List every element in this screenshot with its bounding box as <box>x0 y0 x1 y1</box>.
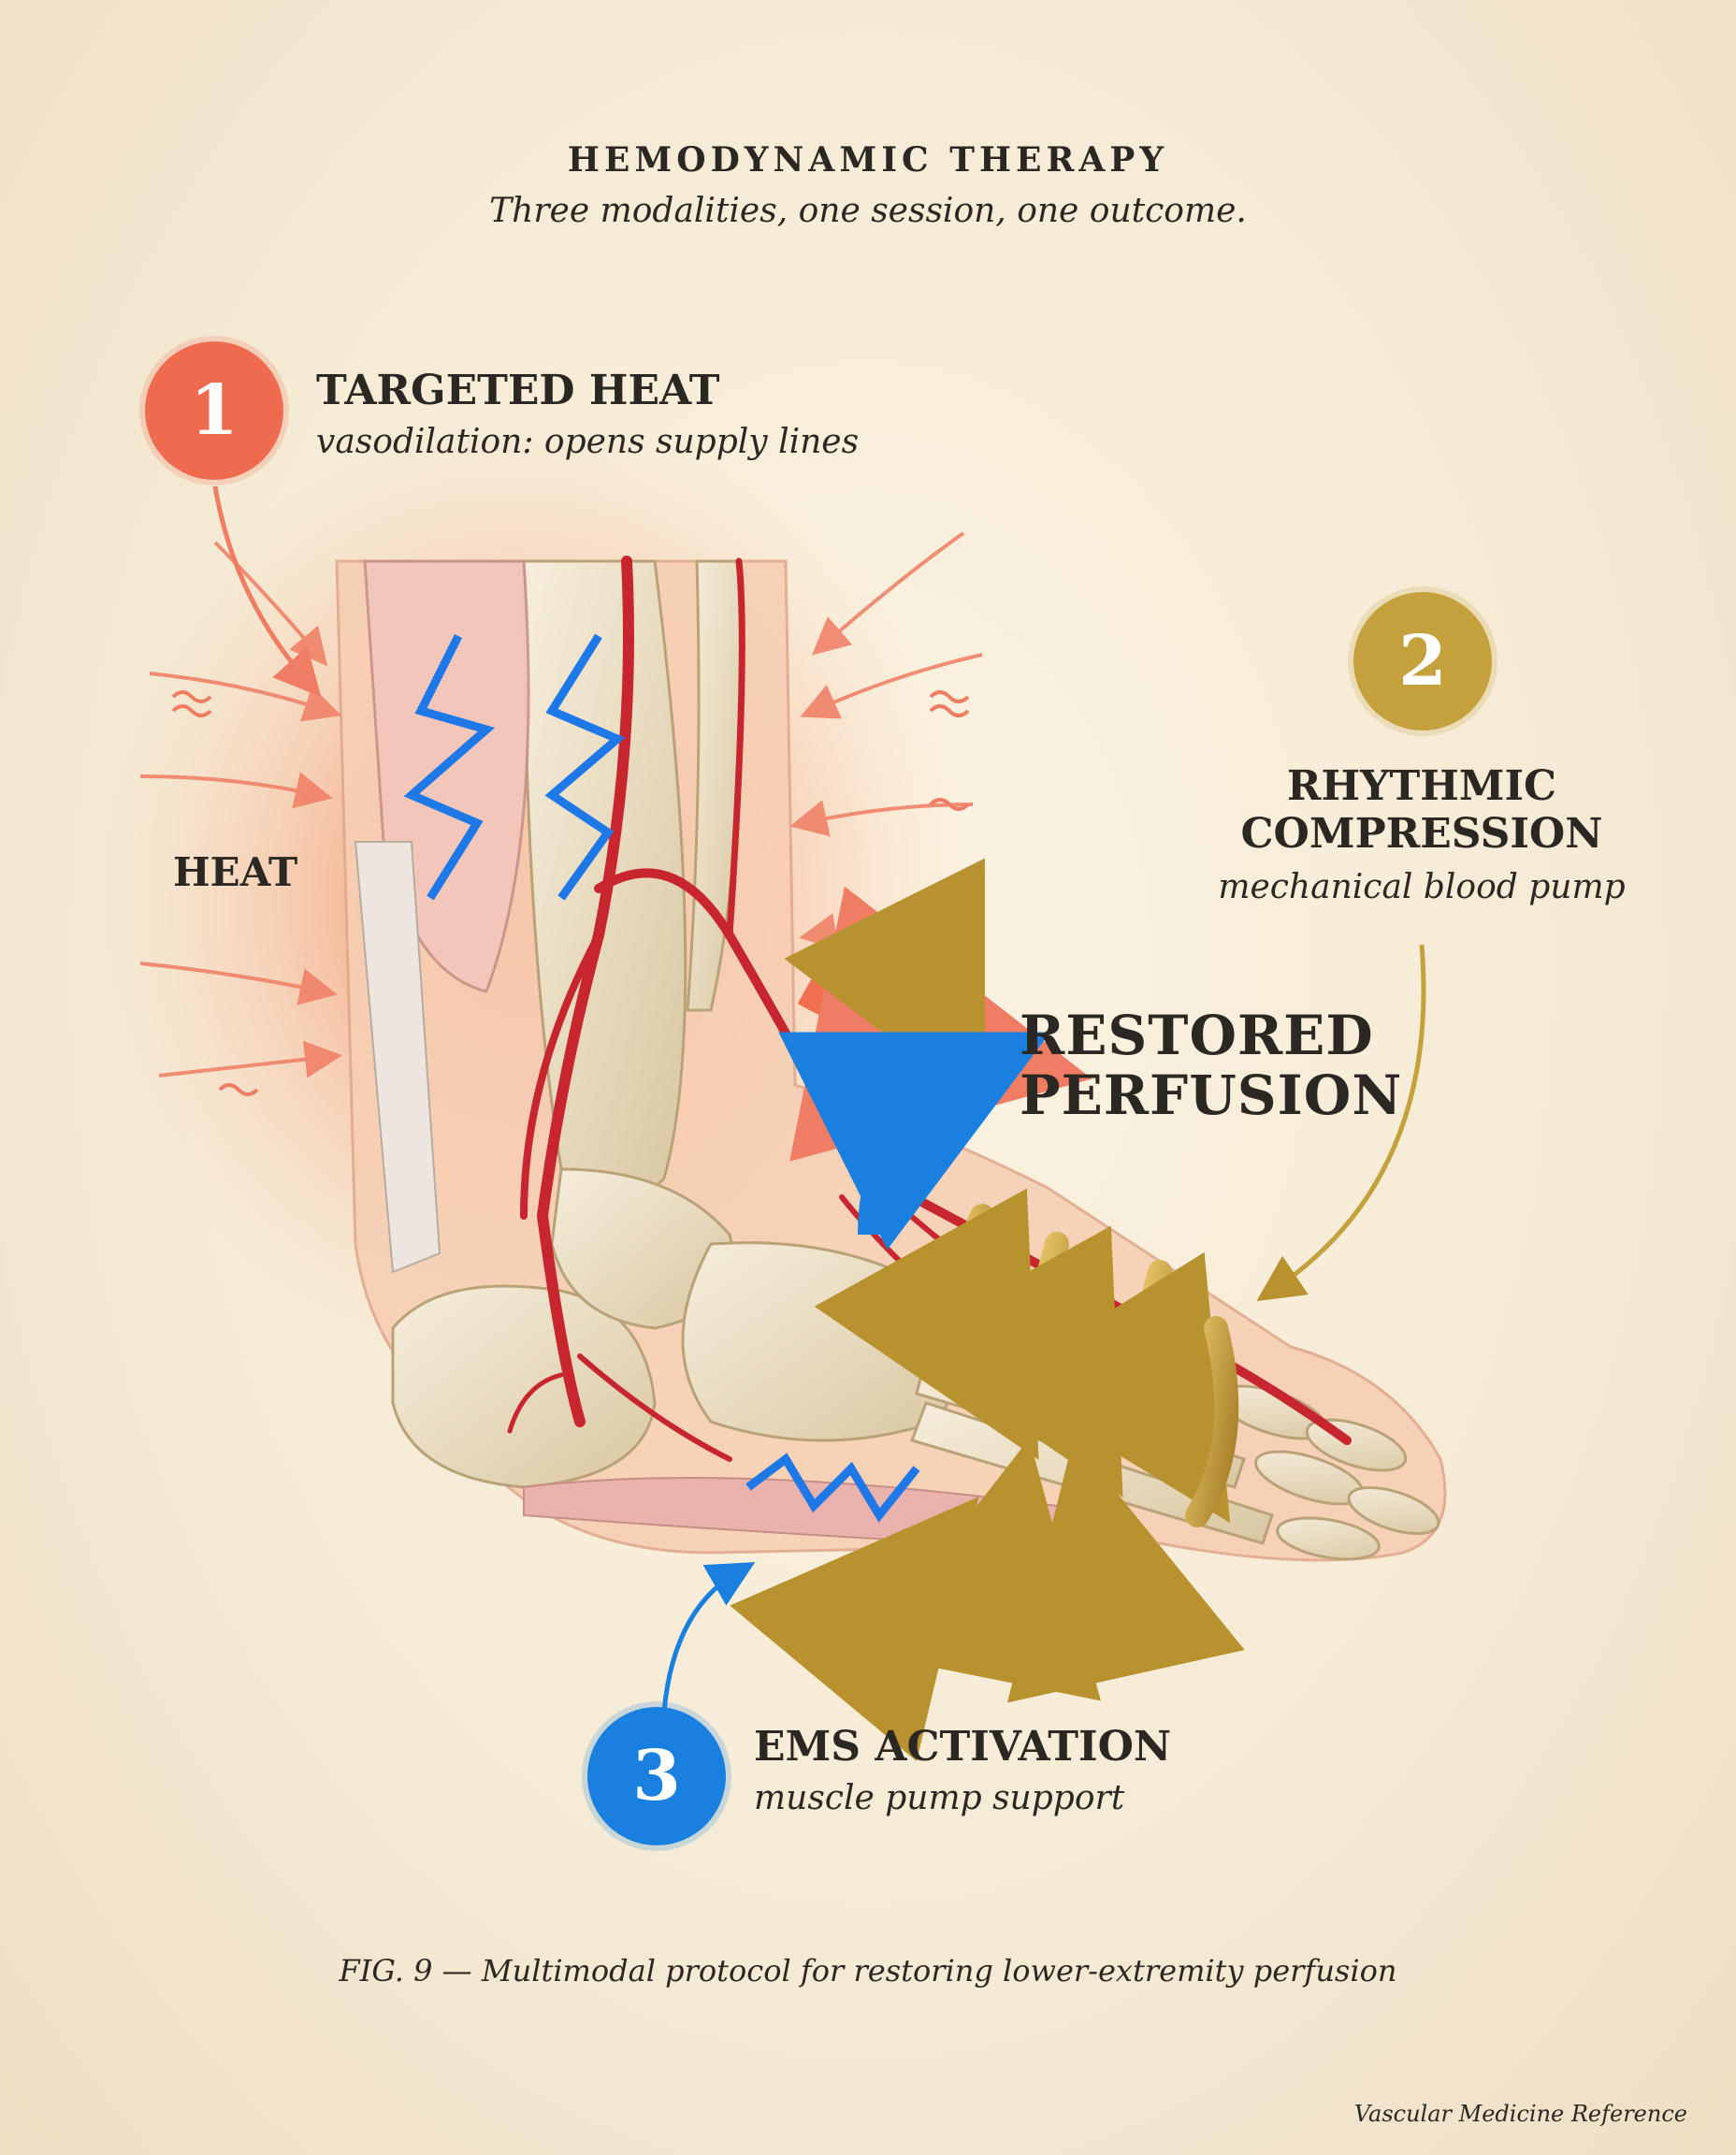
step-2-title-line2: COMPRESSION <box>1240 810 1603 858</box>
step-3-number: 3 <box>632 1736 681 1816</box>
step-1-title: TARGETED HEAT <box>316 367 720 414</box>
ems-callout-arrow <box>661 1562 756 1713</box>
achilles-tendon <box>354 841 441 1274</box>
toe-bones <box>1217 1384 1440 1561</box>
outcome-label-line1: RESTORED <box>1020 1004 1374 1067</box>
footer-credit: Vascular Medicine Reference <box>1353 2101 1687 2127</box>
heat-squiggle-icon <box>171 690 970 1096</box>
compression-callout-arrow <box>1256 944 1426 1302</box>
step-3-title: EMS ACTIVATION <box>754 1723 1172 1771</box>
step-2-subtitle: mechanical blood pump <box>1218 868 1626 906</box>
compression-outcome-arrow <box>784 858 985 1109</box>
calcaneus-bone <box>391 1284 657 1489</box>
figure-subtitle: Three modalities, one session, one outco… <box>489 192 1247 230</box>
step-3-subtitle: muscle pump support <box>754 1779 1125 1817</box>
step-2-number: 2 <box>1398 621 1447 701</box>
heat-label: HEAT <box>173 849 298 895</box>
heat-callout-arrow <box>212 485 322 697</box>
outcome-label-line2: PERFUSION <box>1020 1063 1403 1127</box>
figure-caption: FIG. 9 — Multimodal protocol for restori… <box>339 1953 1397 1989</box>
step-1-subtitle: vasodilation: opens supply lines <box>316 423 860 461</box>
step-1-badge: 1 <box>145 341 283 480</box>
heat-wave-icon <box>139 531 983 1078</box>
step-3-badge: 3 <box>587 1707 726 1845</box>
step-2-badge: 2 <box>1353 592 1492 730</box>
figure-title: HEMODYNAMIC THERAPY <box>567 140 1169 180</box>
step-1-number: 1 <box>190 370 239 451</box>
step-2-title-line1: RHYTHMIC <box>1286 762 1557 810</box>
outcome-label: RESTORED PERFUSION <box>1020 1005 1402 1125</box>
compression-arrow-icon <box>730 1188 1245 1762</box>
